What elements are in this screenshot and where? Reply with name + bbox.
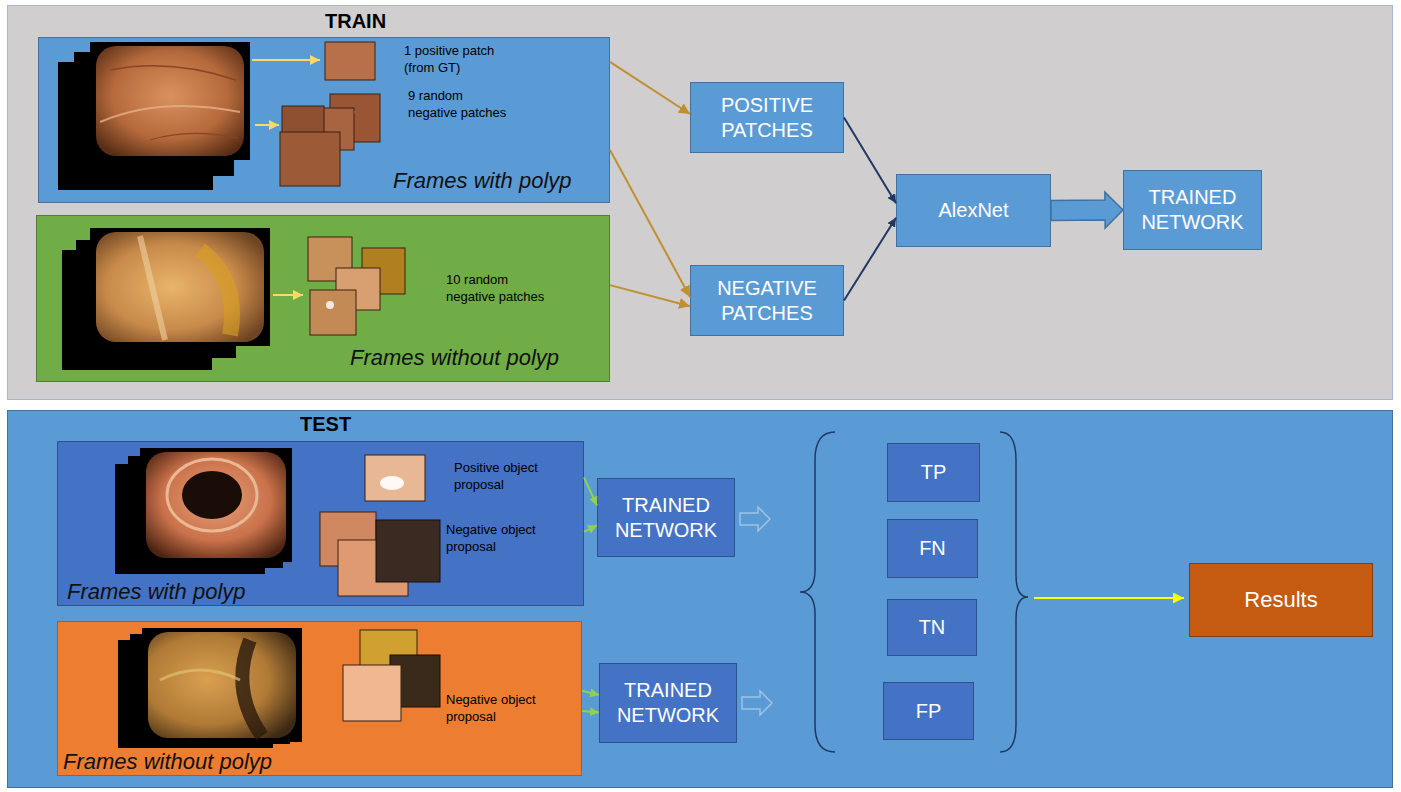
label-slot: 10 random negative patches [446, 272, 550, 306]
frame-group: 10 random negative patchesFrames without… [36, 215, 610, 382]
label-slot: Frames with polyp [67, 580, 287, 604]
panel-heading: TRAIN [325, 9, 425, 33]
label-slot: 1 positive patch (from GT) [404, 43, 522, 77]
note-label: Negative object proposal [446, 692, 558, 726]
group-caption: Frames with polyp [67, 580, 287, 604]
process-box: TRAINED NETWORK [599, 663, 737, 743]
label-slot: TEST [300, 412, 400, 436]
endoscopy-frames [62, 228, 270, 370]
connector-arrow [582, 711, 599, 713]
box-label: AlexNet [938, 198, 1008, 223]
pointer-arrow [255, 124, 279, 126]
label-slot: Negative object proposal [446, 522, 558, 556]
box-label: POSITIVE PATCHES [697, 93, 837, 143]
box-label: NEGATIVE PATCHES [697, 276, 837, 326]
result-box: Results [1189, 563, 1373, 637]
label-slot: Frames without polyp [63, 750, 313, 774]
group-caption: Frames without polyp [350, 346, 608, 370]
box-label: TN [919, 615, 946, 640]
process-box: TRAINED NETWORK [1123, 170, 1262, 250]
connector-arrow [844, 118, 896, 204]
outcome-box: FP [883, 682, 974, 740]
test-panel: TEST Positive object proposalNegative obj… [7, 410, 1393, 788]
note-label: Positive object proposal [454, 460, 566, 494]
process-box: NEGATIVE PATCHES [690, 265, 844, 336]
panel-heading: TEST [300, 412, 400, 436]
connector-arrow [582, 691, 599, 695]
frame-group: Negative object proposalFrames without p… [57, 621, 582, 776]
connector-arrow [844, 218, 896, 301]
label-slot: 9 random negative patches [408, 88, 512, 122]
outcome-box: TP [887, 443, 980, 502]
box-label: FN [919, 536, 946, 561]
box-label: TP [921, 460, 947, 485]
connector-arrow [610, 62, 690, 114]
curly-bracket [800, 432, 835, 752]
note-label: 10 random negative patches [446, 272, 550, 306]
label-slot: Frames with polyp [393, 169, 608, 193]
process-box: TRAINED NETWORK [597, 478, 735, 557]
block-arrow [1051, 192, 1123, 228]
group-caption: Frames with polyp [393, 169, 608, 193]
connector-arrow [584, 477, 597, 505]
hollow-arrow [740, 507, 770, 531]
note-label: 9 random negative patches [408, 88, 512, 122]
label-slot: Negative object proposal [446, 692, 558, 726]
image-patches [280, 42, 380, 186]
label-slot: TRAIN [325, 9, 425, 33]
box-label: FP [916, 699, 942, 724]
label-slot: Positive object proposal [454, 460, 566, 494]
outcome-box: TN [887, 599, 977, 656]
connector-arrow [610, 285, 690, 306]
result-arrow [1034, 597, 1184, 599]
image-patches [343, 630, 440, 721]
connector-arrow [610, 150, 690, 297]
label-slot: Frames without polyp [350, 346, 608, 370]
note-label: 1 positive patch (from GT) [404, 43, 522, 77]
group-caption: Frames without polyp [63, 750, 313, 774]
curly-bracket [1000, 432, 1028, 752]
frame-group: 1 positive patch (from GT) 9 random negat… [38, 37, 610, 203]
process-box: AlexNet [896, 174, 1051, 247]
hollow-arrow [742, 691, 772, 715]
image-patches [320, 455, 440, 596]
train-panel: TRAIN 1 positive patch (from GT) 9 random … [7, 5, 1393, 400]
pointer-arrow [252, 59, 320, 61]
note-label: Negative object proposal [446, 522, 558, 556]
endoscopy-frames [118, 628, 302, 748]
endoscopy-frames [115, 448, 292, 574]
process-box: POSITIVE PATCHES [690, 82, 844, 153]
frame-group: Positive object proposalNegative object … [57, 441, 584, 606]
image-patches [308, 237, 405, 335]
outcome-box: FN [887, 519, 978, 578]
endoscopy-frames [58, 42, 250, 190]
box-label: TRAINED NETWORK [606, 678, 730, 728]
pointer-arrow [273, 294, 303, 296]
box-label: TRAINED NETWORK [604, 493, 728, 543]
box-label: TRAINED NETWORK [1130, 185, 1255, 235]
box-label: Results [1244, 587, 1317, 613]
connector-arrow [584, 525, 597, 531]
